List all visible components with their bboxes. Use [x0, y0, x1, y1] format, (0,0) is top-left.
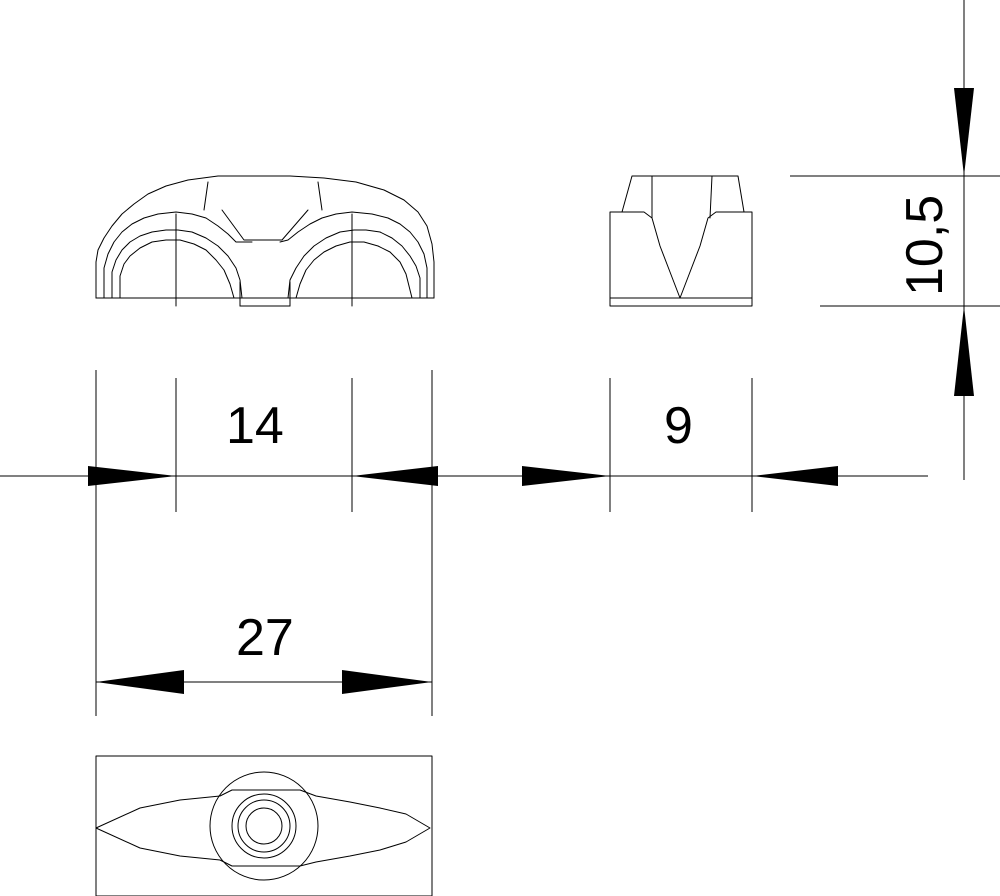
top-view-hub-mid: [231, 793, 297, 859]
top-view: [95, 755, 433, 896]
top-view-hub-outer: [209, 771, 319, 881]
top-view-frame: [95, 755, 433, 896]
arrow-27-left: [96, 670, 184, 694]
top-view-hub-inner: [245, 807, 283, 845]
dimension-10-5: 10,5: [790, 0, 1000, 480]
arrow-9-left: [522, 466, 610, 486]
top-view-hub-ring: [237, 799, 291, 853]
arrow-10-5-bottom: [954, 306, 974, 396]
front-view-arch-right-inner: [295, 241, 413, 299]
front-view-arch-left: [111, 229, 243, 299]
side-view: [609, 175, 753, 307]
dimension-27-label: 27: [236, 609, 294, 667]
front-view-outline: [95, 175, 435, 299]
top-view-spear: [95, 789, 431, 867]
side-view-ridge-right: [709, 175, 713, 219]
dimension-10-5-label: 10,5: [896, 195, 954, 296]
front-view-ring-left-outer: [103, 211, 253, 299]
dimension-9: 9: [522, 378, 838, 512]
arrow-9-right: [752, 466, 838, 486]
dimension-14: 14: [0, 370, 928, 716]
front-view-ring-right-outer: [279, 211, 428, 299]
dimension-14-label: 14: [226, 397, 284, 455]
front-view-arch-left-inner: [119, 239, 235, 299]
front-view: [95, 175, 435, 307]
front-view-arch-right: [287, 229, 421, 299]
arrow-27-right: [342, 670, 432, 694]
arrow-14-left: [88, 466, 176, 486]
side-view-outline: [609, 175, 753, 307]
front-view-center-notch: [221, 209, 309, 241]
arrow-10-5-top: [954, 88, 974, 176]
dimension-9-label: 9: [664, 397, 693, 455]
side-view-v-profile: [621, 211, 745, 299]
arrow-14-right: [352, 466, 438, 486]
dimension-27: 27: [96, 609, 432, 694]
